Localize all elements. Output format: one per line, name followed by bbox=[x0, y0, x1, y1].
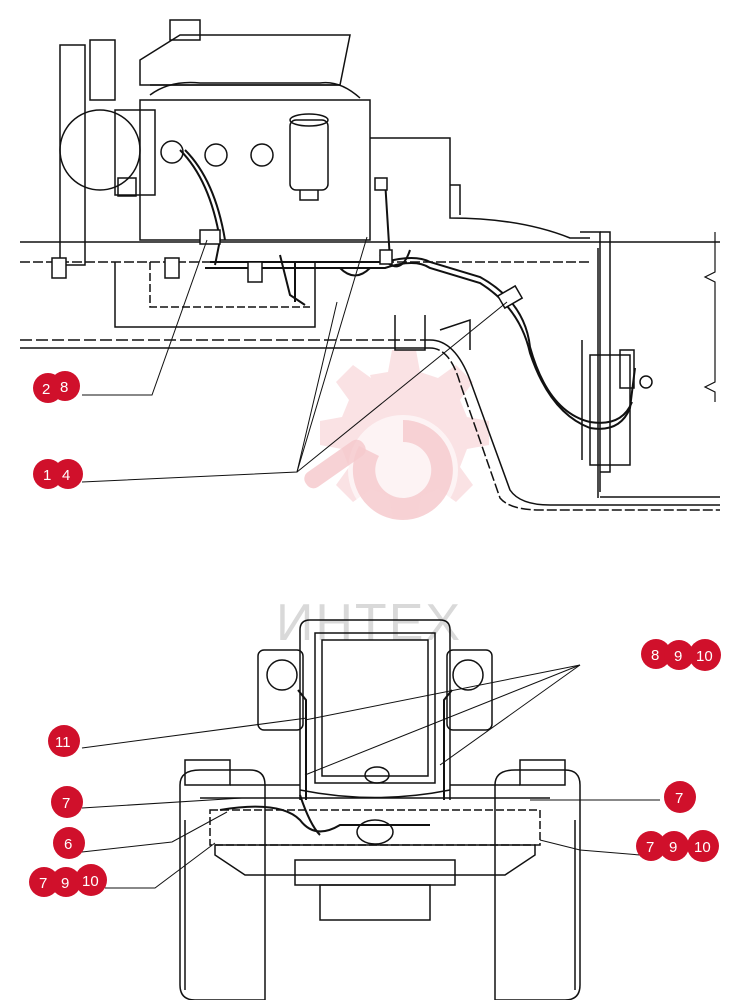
callout-7-9-10-right: 7 9 10 bbox=[636, 830, 719, 862]
callout-badge bbox=[689, 639, 721, 671]
callout-number: 7 bbox=[62, 795, 70, 812]
callouts: 2 8 1 4 8 9 10 11 7 7 bbox=[29, 371, 721, 897]
callout-number: 9 bbox=[61, 875, 69, 892]
callout-7-9-10-left: 7 9 10 bbox=[29, 864, 107, 897]
callout-8-9-10-top: 8 9 10 bbox=[641, 639, 721, 671]
callout-badge bbox=[664, 781, 696, 813]
callout-6: 6 bbox=[53, 827, 85, 859]
callout-2-8: 2 8 bbox=[33, 371, 80, 403]
callout-badge bbox=[687, 830, 719, 862]
callout-number: 7 bbox=[39, 875, 47, 892]
callout-number: 9 bbox=[674, 648, 682, 665]
callout-badge bbox=[664, 640, 694, 670]
callout-badge bbox=[51, 786, 83, 818]
callout-badge bbox=[659, 831, 689, 861]
leader-lines-front bbox=[81, 664, 660, 889]
callout-number: 8 bbox=[651, 647, 659, 664]
callout-badge bbox=[50, 371, 80, 401]
callout-number: 9 bbox=[669, 839, 677, 856]
callout-number: 7 bbox=[675, 790, 683, 807]
callout-badge bbox=[75, 864, 107, 896]
callout-badge bbox=[53, 459, 83, 489]
tractor-front-view bbox=[179, 619, 581, 1000]
callout-7-right: 7 bbox=[664, 781, 696, 813]
callout-number: 10 bbox=[82, 873, 99, 890]
callout-number: 10 bbox=[696, 648, 713, 665]
callout-number: 10 bbox=[694, 839, 711, 856]
callout-number: 6 bbox=[64, 836, 72, 853]
callout-badge bbox=[48, 725, 80, 757]
wiring-harness-front bbox=[219, 689, 453, 836]
watermark-text: ИНТЕХ bbox=[276, 594, 462, 652]
gear-logo bbox=[304, 350, 489, 525]
callout-1-4: 1 4 bbox=[33, 459, 83, 489]
callout-7-left: 7 bbox=[51, 786, 83, 818]
callout-number: 7 bbox=[646, 839, 654, 856]
callout-badge bbox=[641, 639, 671, 669]
callout-number: 4 bbox=[62, 467, 70, 484]
watermark: ИНТЕХ bbox=[276, 350, 489, 652]
callout-badge bbox=[636, 831, 666, 861]
harness-clips-top bbox=[51, 177, 524, 310]
callout-number: 2 bbox=[42, 381, 50, 398]
leader-lines-top bbox=[81, 236, 508, 483]
callout-badge bbox=[29, 867, 59, 897]
callout-badge bbox=[53, 827, 85, 859]
callout-11: 11 bbox=[48, 725, 80, 757]
callout-badge bbox=[51, 867, 81, 897]
callout-number: 8 bbox=[60, 379, 68, 396]
callout-number: 11 bbox=[55, 734, 71, 751]
callout-number: 1 bbox=[43, 467, 51, 484]
